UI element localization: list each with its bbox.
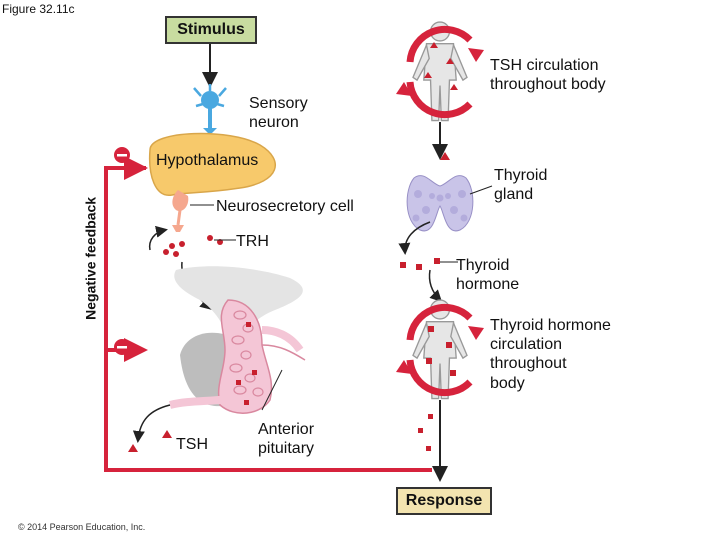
copyright-text: © 2014 Pearson Education, Inc. [18, 522, 146, 532]
stimulus-box: Stimulus [165, 16, 257, 44]
hypothalamus-shape [148, 132, 277, 196]
figure-label: Figure 32.11c [2, 2, 75, 16]
thyroid-hormone-molecules [400, 258, 440, 270]
thyroid-gland-shape [406, 175, 474, 232]
negative-feedback-loop [104, 147, 432, 472]
hypothalamus-label: Hypothalamus [156, 152, 259, 169]
pituitary-region [169, 266, 306, 414]
tsh-molecules-left [128, 430, 172, 452]
thyroid-hormone-circulation-label: Thyroid hormone circulation throughout b… [490, 317, 611, 392]
neurosecretory-cell-label: Neurosecretory cell [216, 198, 354, 215]
neurosecretory-cell-shape [172, 190, 189, 232]
trh-label: TRH [236, 233, 269, 250]
tsh-label: TSH [176, 436, 208, 453]
negative-feedback-label: Negative feedback [82, 196, 99, 320]
thyroid-hormone-circulation-figure [396, 299, 484, 400]
sensory-neuron-shape [193, 84, 227, 133]
tsh-circulation-figure [396, 21, 484, 122]
response-box: Response [396, 487, 492, 515]
